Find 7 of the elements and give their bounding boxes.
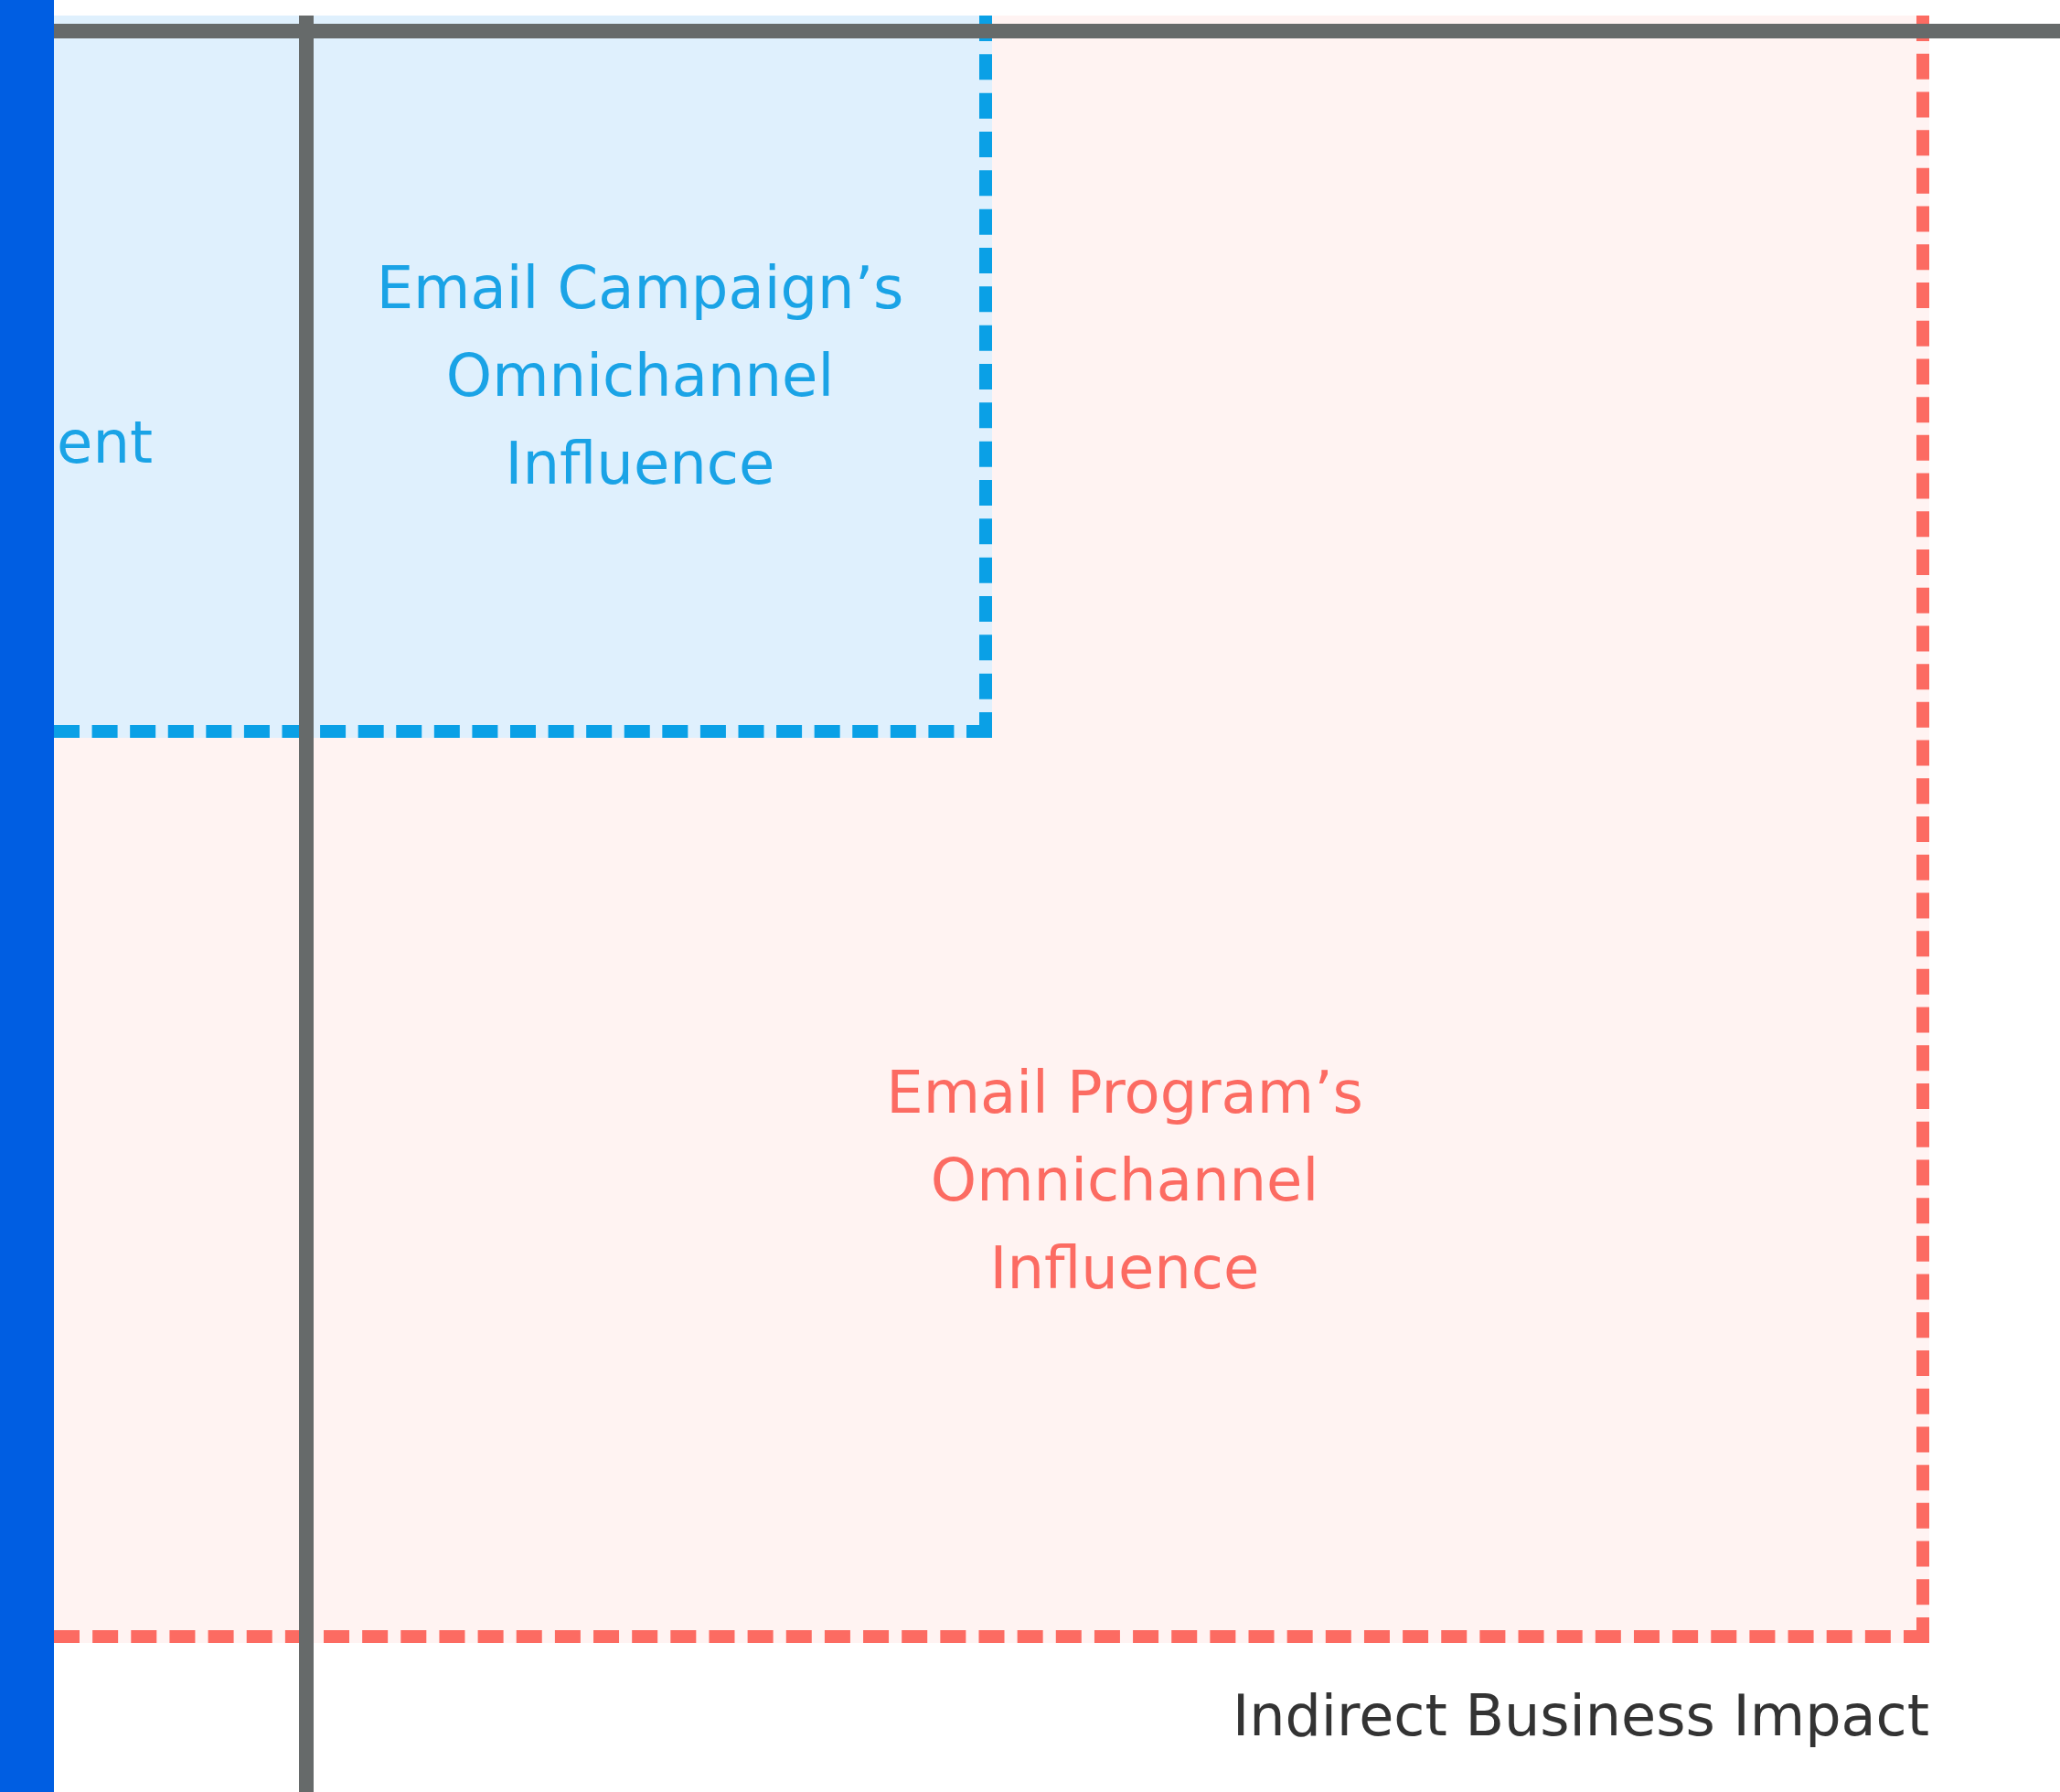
side-bar — [0, 0, 54, 1792]
region-title: Email Campaign’s Omnichannel Influence — [375, 253, 905, 499]
region-title: Email Program’s Omnichannel Influence — [885, 1058, 1364, 1304]
axis-label: Indirect Business Impact — [1232, 1682, 1929, 1749]
program-region — [54, 16, 1929, 1643]
cut-off-label: ent — [57, 409, 154, 476]
campaign-region — [54, 16, 992, 738]
